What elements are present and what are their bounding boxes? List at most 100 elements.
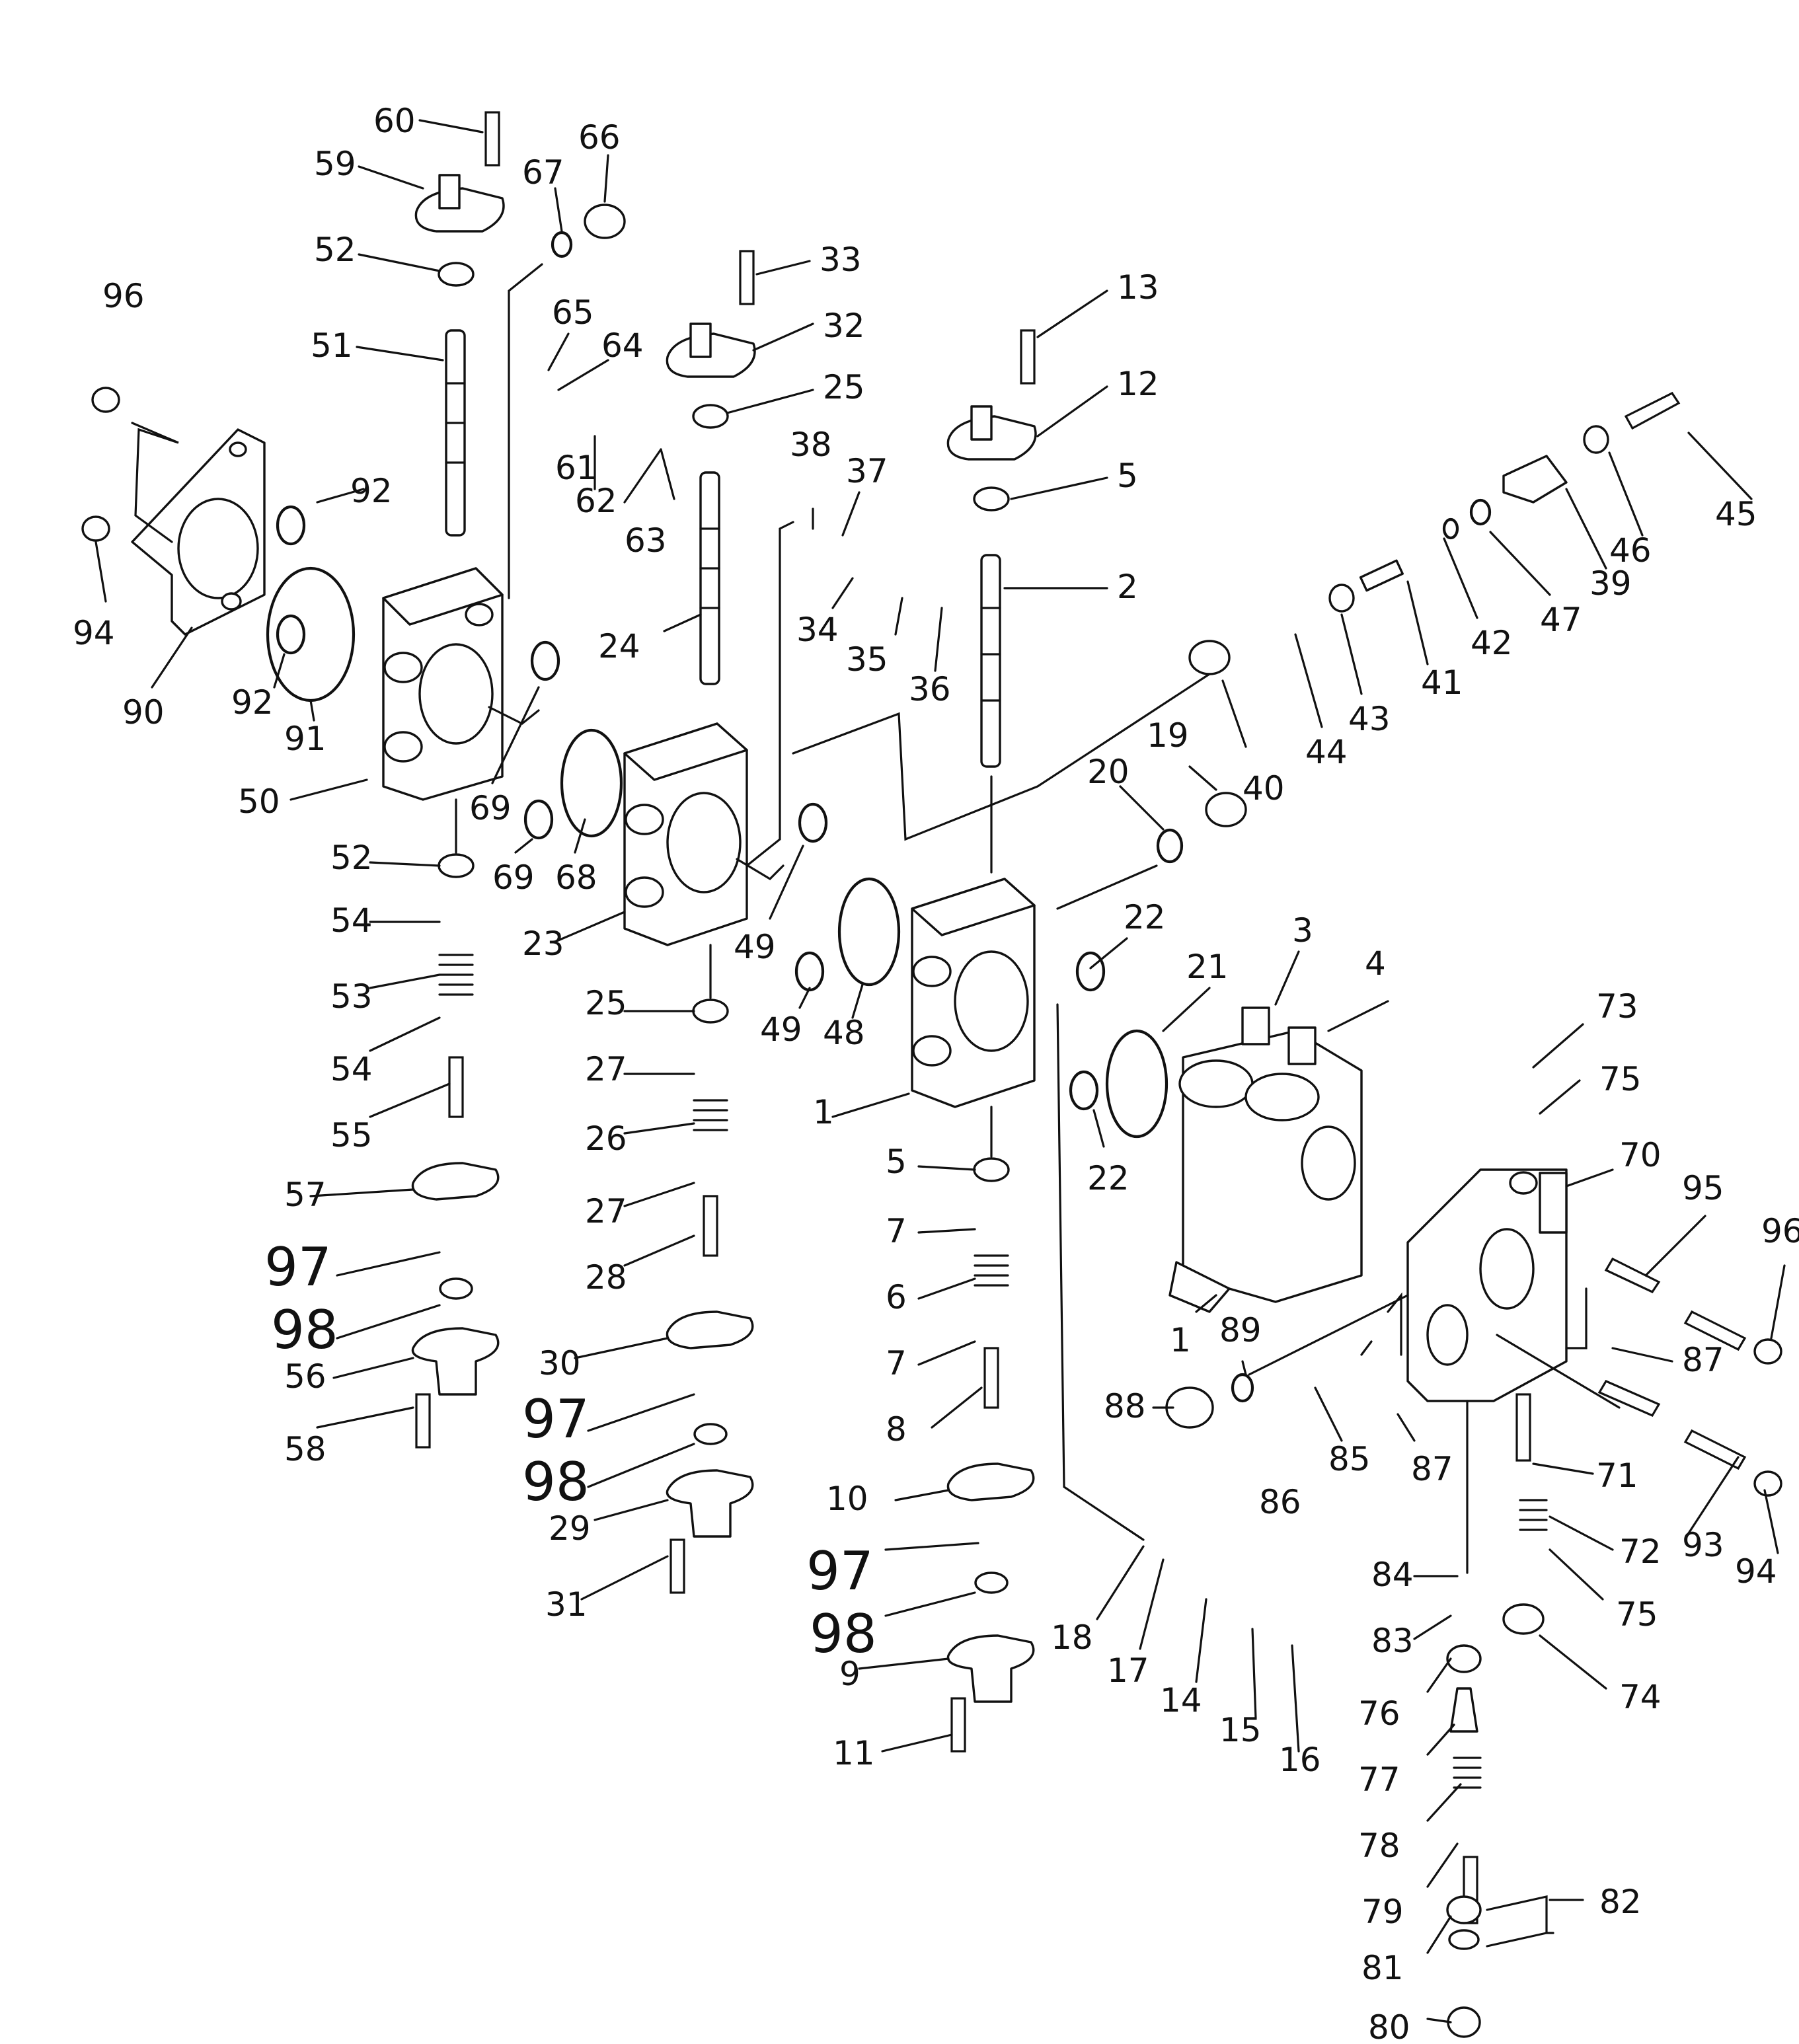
callout-63: 63	[625, 521, 667, 560]
cap-9	[946, 1634, 1035, 1703]
callout-83: 83	[1371, 1622, 1414, 1660]
callout-25: 25	[585, 984, 627, 1022]
callout-89: 89	[1219, 1311, 1262, 1349]
callout-75: 75	[1616, 1595, 1658, 1634]
callout-7: 7	[886, 1212, 907, 1250]
callout-52: 52	[330, 839, 373, 877]
callout-73: 73	[1596, 987, 1638, 1026]
callout-11: 11	[833, 1734, 875, 1772]
cap-56	[411, 1327, 500, 1396]
valve-body-23	[623, 722, 748, 946]
callout-3: 3	[1292, 911, 1313, 950]
callout-95: 95	[1682, 1169, 1724, 1207]
valve-body-50	[382, 567, 504, 801]
callout-12: 12	[1117, 365, 1159, 403]
callout-7: 7	[886, 1344, 907, 1382]
callout-70: 70	[1619, 1136, 1662, 1174]
callout-96: 96	[102, 277, 145, 315]
callout-80: 80	[1368, 2008, 1410, 2044]
callout-94: 94	[1735, 1552, 1777, 1591]
cap-32	[666, 322, 756, 378]
callout-32: 32	[823, 307, 865, 345]
callout-60: 60	[373, 102, 416, 140]
callout-10: 10	[826, 1480, 868, 1518]
callout-65: 65	[552, 293, 594, 332]
callout-75: 75	[1599, 1060, 1642, 1098]
callout-24: 24	[598, 627, 640, 665]
callout-69: 69	[469, 789, 512, 827]
leader-lines	[95, 119, 1786, 2024]
callout-49: 49	[734, 928, 776, 966]
callout-37: 37	[846, 452, 888, 490]
callout-13: 13	[1117, 268, 1159, 307]
callout-41: 41	[1421, 663, 1463, 702]
callout-46: 46	[1609, 531, 1652, 570]
callout-8: 8	[886, 1410, 907, 1449]
end-cover-90	[131, 428, 266, 636]
callout-9: 9	[839, 1655, 861, 1693]
callout-98: 98	[271, 1299, 338, 1361]
callout-5: 5	[1117, 457, 1138, 495]
part-number-labels: 60 66 59 67 52 33 13 96 65 32 51 64 12 2…	[73, 102, 1799, 2044]
callout-39: 39	[1589, 564, 1632, 603]
callout-53: 53	[330, 977, 373, 1016]
callout-1: 1	[1170, 1321, 1191, 1359]
callout-5: 5	[886, 1143, 907, 1181]
callout-38: 38	[790, 426, 832, 464]
callout-92: 92	[350, 472, 393, 510]
callout-67: 67	[522, 153, 564, 192]
callout-98: 98	[522, 1451, 590, 1513]
callout-19: 19	[1147, 716, 1189, 755]
springs	[438, 954, 1548, 1789]
callout-25: 25	[823, 368, 865, 406]
callout-33: 33	[820, 241, 862, 279]
callout-54: 54	[330, 1050, 373, 1088]
callout-27: 27	[585, 1050, 627, 1088]
callout-66: 66	[578, 118, 621, 157]
spool-51	[445, 329, 466, 537]
callout-81: 81	[1361, 1949, 1404, 1987]
callout-43: 43	[1348, 700, 1391, 738]
assembly-lines	[131, 263, 1621, 1948]
callout-1: 1	[813, 1093, 834, 1131]
callout-54: 54	[330, 901, 373, 940]
callout-14: 14	[1160, 1681, 1202, 1720]
callout-74: 74	[1619, 1678, 1662, 1716]
callout-26: 26	[585, 1119, 627, 1158]
plate-10	[946, 1462, 1035, 1501]
callout-76: 76	[1358, 1694, 1400, 1733]
callout-58: 58	[284, 1430, 326, 1468]
callout-62: 62	[575, 482, 617, 520]
callout-87: 87	[1682, 1341, 1724, 1379]
callout-52: 52	[314, 231, 356, 269]
callout-16: 16	[1279, 1741, 1321, 1779]
callout-30: 30	[539, 1344, 581, 1382]
callout-97: 97	[806, 1540, 874, 1602]
callout-88: 88	[1104, 1387, 1146, 1425]
callout-90: 90	[122, 693, 165, 732]
callout-29: 29	[549, 1509, 591, 1548]
callout-15: 15	[1219, 1711, 1262, 1749]
callout-91: 91	[284, 720, 326, 758]
plate-57	[411, 1162, 500, 1201]
callout-93: 93	[1682, 1526, 1724, 1564]
washers	[438, 262, 1609, 1594]
callout-92: 92	[231, 683, 274, 722]
callout-4: 4	[1365, 944, 1386, 983]
callout-78: 78	[1358, 1827, 1400, 1865]
callout-18: 18	[1051, 1618, 1093, 1657]
callout-34: 34	[796, 611, 839, 649]
callout-86: 86	[1259, 1483, 1301, 1521]
spool-24	[699, 471, 720, 685]
callout-23: 23	[522, 925, 564, 963]
callout-22: 22	[1087, 1159, 1129, 1197]
callout-84: 84	[1371, 1556, 1414, 1594]
callout-22: 22	[1124, 898, 1166, 936]
callout-44: 44	[1305, 733, 1348, 771]
callout-79: 79	[1361, 1893, 1404, 1931]
callout-72: 72	[1619, 1533, 1662, 1571]
callout-21: 21	[1186, 948, 1229, 986]
bolts	[81, 111, 1782, 2038]
callout-82: 82	[1599, 1883, 1642, 1921]
